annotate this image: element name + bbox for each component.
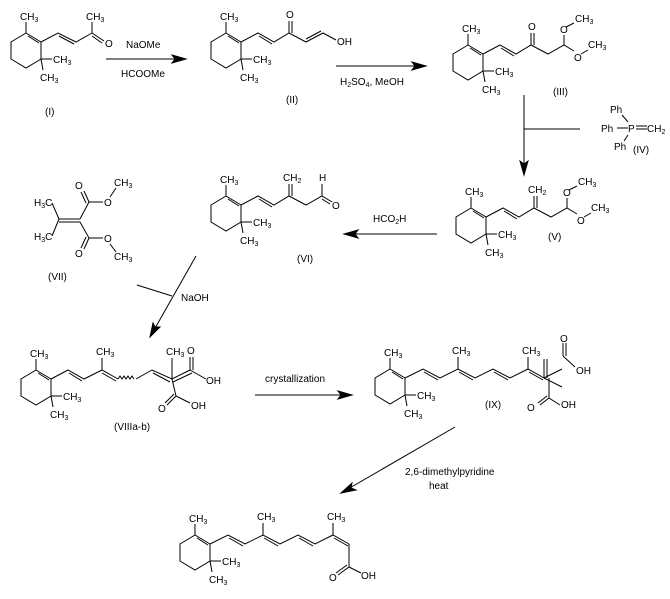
svg-text:O: O [158, 404, 166, 415]
svg-text:O: O [105, 39, 113, 50]
svg-text:CH2: CH2 [647, 124, 665, 136]
ix-oh-top: OH [576, 366, 591, 377]
reagent-heat: heat [429, 481, 449, 492]
svg-text:P: P [628, 124, 635, 135]
compound-II: O OH [210, 10, 352, 85]
arrow-VIII-to-IX [255, 390, 354, 400]
label-compound-II: (II) [286, 95, 298, 106]
svg-text:CH3: CH3 [452, 346, 470, 358]
svg-text:CH3: CH3 [166, 347, 184, 359]
ix-o-top: O [560, 334, 568, 345]
svg-text:OH: OH [206, 376, 221, 387]
compound-VIIIa-b: CH3 CH3 O OH O OH [20, 346, 221, 422]
svg-text:CH2: CH2 [528, 185, 546, 197]
svg-text:CH3: CH3 [575, 14, 593, 26]
label-compound-V: (V) [548, 232, 561, 243]
label-compound-IV: (IV) [633, 145, 649, 156]
compound-IV: Ph Ph P CH2 Ph [601, 105, 665, 153]
svg-text:CH3: CH3 [591, 203, 609, 215]
reagent-naoh: NaOH [181, 293, 209, 304]
reagent-hcoome: HCOOMe [121, 69, 165, 80]
svg-text:O: O [75, 181, 83, 192]
compound-V: CH2 O CH3 O CH3 [455, 177, 609, 260]
svg-text:O: O [104, 234, 112, 245]
reagent-hco2h: HCO2H [373, 214, 406, 226]
label-compound-III: (III) [553, 87, 568, 98]
svg-text:CH3: CH3 [588, 40, 606, 52]
svg-text:O: O [75, 249, 83, 260]
reagent-crystallization: crystallization [265, 374, 325, 385]
svg-text:CH3: CH3 [114, 178, 132, 190]
ix-o-bottom: O [527, 403, 535, 414]
label-compound-VII: (VII) [48, 272, 67, 283]
svg-text:O: O [528, 22, 536, 33]
svg-text:O: O [329, 573, 337, 584]
label-compound-VIIIa-b: (VIIIa-b) [114, 422, 150, 433]
svg-text:CH3: CH3 [522, 346, 540, 358]
reagent-naome: NaOMe [126, 40, 161, 51]
svg-text:CH3: CH3 [86, 12, 104, 24]
svg-text:O: O [104, 198, 112, 209]
svg-text:O: O [563, 188, 571, 199]
label-compound-VI: (VI) [297, 254, 313, 265]
svg-text:CH3: CH3 [96, 347, 114, 359]
compound-VI: CH2 H O [210, 173, 340, 248]
svg-text:CH3: CH3 [327, 512, 345, 524]
svg-text:CH3: CH3 [114, 252, 132, 264]
arrow-II-to-III [336, 61, 428, 71]
compound-product: CH3 CH3 O OH [179, 512, 376, 587]
reagent-dimethylpyridine: 2,6-dimethylpyridine [405, 467, 495, 478]
svg-text:O: O [187, 346, 195, 357]
svg-text:CH3: CH3 [257, 512, 275, 524]
ix-oh-bottom: OH [561, 400, 576, 411]
svg-text:O: O [574, 53, 582, 64]
svg-text:CH2: CH2 [283, 173, 301, 185]
svg-text:Ph: Ph [610, 105, 622, 116]
compound-VII: H3C H3C O O CH3 O CH3 O [34, 178, 132, 264]
arrow-VI-to-VIII [136, 255, 197, 339]
svg-text:CH3: CH3 [578, 177, 596, 189]
svg-text:OH: OH [191, 401, 206, 412]
compound-III: O O CH3 O CH3 [452, 14, 606, 97]
label-compound-I: (I) [45, 107, 54, 118]
svg-text:H3C: H3C [34, 198, 52, 210]
svg-text:OH: OH [337, 37, 352, 48]
arrow-IX-to-product [339, 426, 456, 494]
svg-text:O: O [560, 25, 568, 36]
svg-text:O: O [332, 201, 340, 212]
svg-text:Ph: Ph [601, 124, 613, 135]
arrow-I-to-II [106, 54, 188, 64]
svg-text:H3C: H3C [34, 232, 52, 244]
svg-text:Ph: Ph [614, 142, 626, 153]
compound-IX-acids [537, 343, 576, 406]
reagent-h2so4-meoh: H2SO4, MeOH [340, 77, 404, 89]
svg-text:OH: OH [361, 571, 376, 582]
compound-I: CH3 O [10, 12, 113, 85]
svg-text:H: H [319, 173, 326, 184]
arrow-V-to-VI [342, 229, 437, 239]
compound-IX: CH3 CH3 [374, 346, 563, 421]
svg-text:O: O [577, 216, 585, 227]
svg-text:O: O [286, 10, 294, 21]
label-compound-IX: (IX) [485, 400, 501, 411]
arrow-III-to-V [519, 95, 580, 177]
